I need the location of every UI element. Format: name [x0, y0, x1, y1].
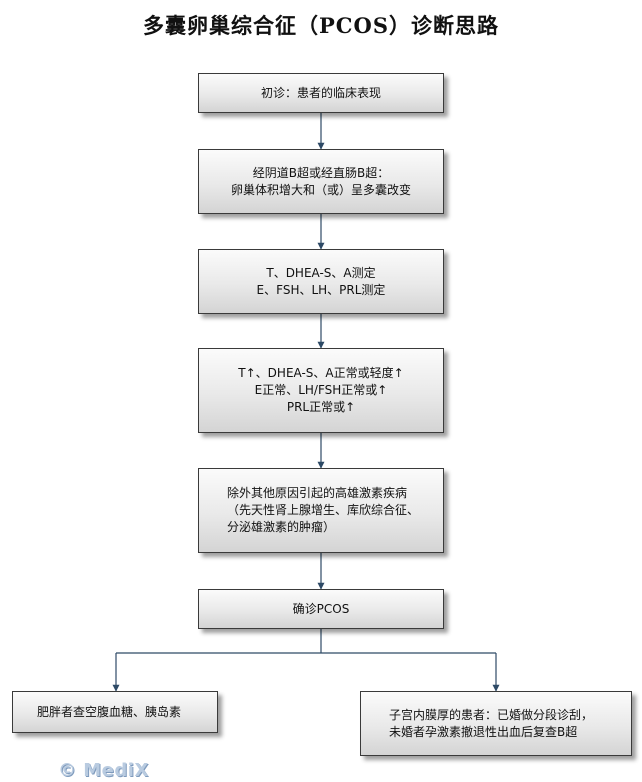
step-text: 经阴道B超或经直肠B超： — [252, 165, 390, 180]
step-text: E、FSH、LH、PRL测定 — [256, 282, 386, 297]
step-initial-visit: 初诊：患者的临床表现 — [198, 73, 444, 113]
page-title: 多囊卵巢综合征（PCOS）诊断思路 — [143, 13, 499, 38]
step-text: 确诊PCOS — [292, 601, 350, 616]
step-text: 卵巢体积增大和（或）呈多囊改变 — [230, 182, 411, 197]
step-diagnosis: 确诊PCOS — [198, 589, 444, 629]
watermark-logo: © MediX — [58, 760, 149, 781]
step-text: T、DHEA-S、A测定 — [266, 265, 376, 280]
step-text: PRL正常或↑ — [286, 400, 356, 414]
step-text: E正常、LH/FSH正常或↑ — [254, 383, 388, 397]
step-text: 子宫内膜厚的患者：已婚做分段诊刮， — [389, 707, 594, 722]
step-text: 初诊：患者的临床表现 — [260, 85, 381, 100]
step-text: 除外其他原因引起的高雄激素疾病（先天性肾上腺增生、库欣综合征、分泌雄激素的肿瘤） — [227, 486, 420, 534]
step-text: T↑、DHEA-S、A正常或轻度↑ — [238, 366, 404, 380]
step-ultrasound: 经阴道B超或经直肠B超： 卵巢体积增大和（或）呈多囊改变 — [198, 149, 444, 214]
branch-obese-check: 肥胖者查空腹血糖、胰岛素 — [12, 691, 218, 733]
step-hormone-tests: T、DHEA-S、A测定 E、FSH、LH、PRL测定 — [198, 249, 444, 314]
step-text: 肥胖者查空腹血糖、胰岛素 — [37, 704, 182, 719]
step-text: 未婚者孕激素撤退性出血后复查B超 — [389, 724, 578, 739]
branch-endometrium-check: 子宫内膜厚的患者：已婚做分段诊刮， 未婚者孕激素撤退性出血后复查B超 — [360, 691, 632, 756]
step-test-results: T↑、DHEA-S、A正常或轻度↑ E正常、LH/FSH正常或↑ PRL正常或↑ — [198, 348, 444, 433]
step-exclusion: 除外其他原因引起的高雄激素疾病（先天性肾上腺增生、库欣综合征、分泌雄激素的肿瘤） — [198, 468, 444, 553]
